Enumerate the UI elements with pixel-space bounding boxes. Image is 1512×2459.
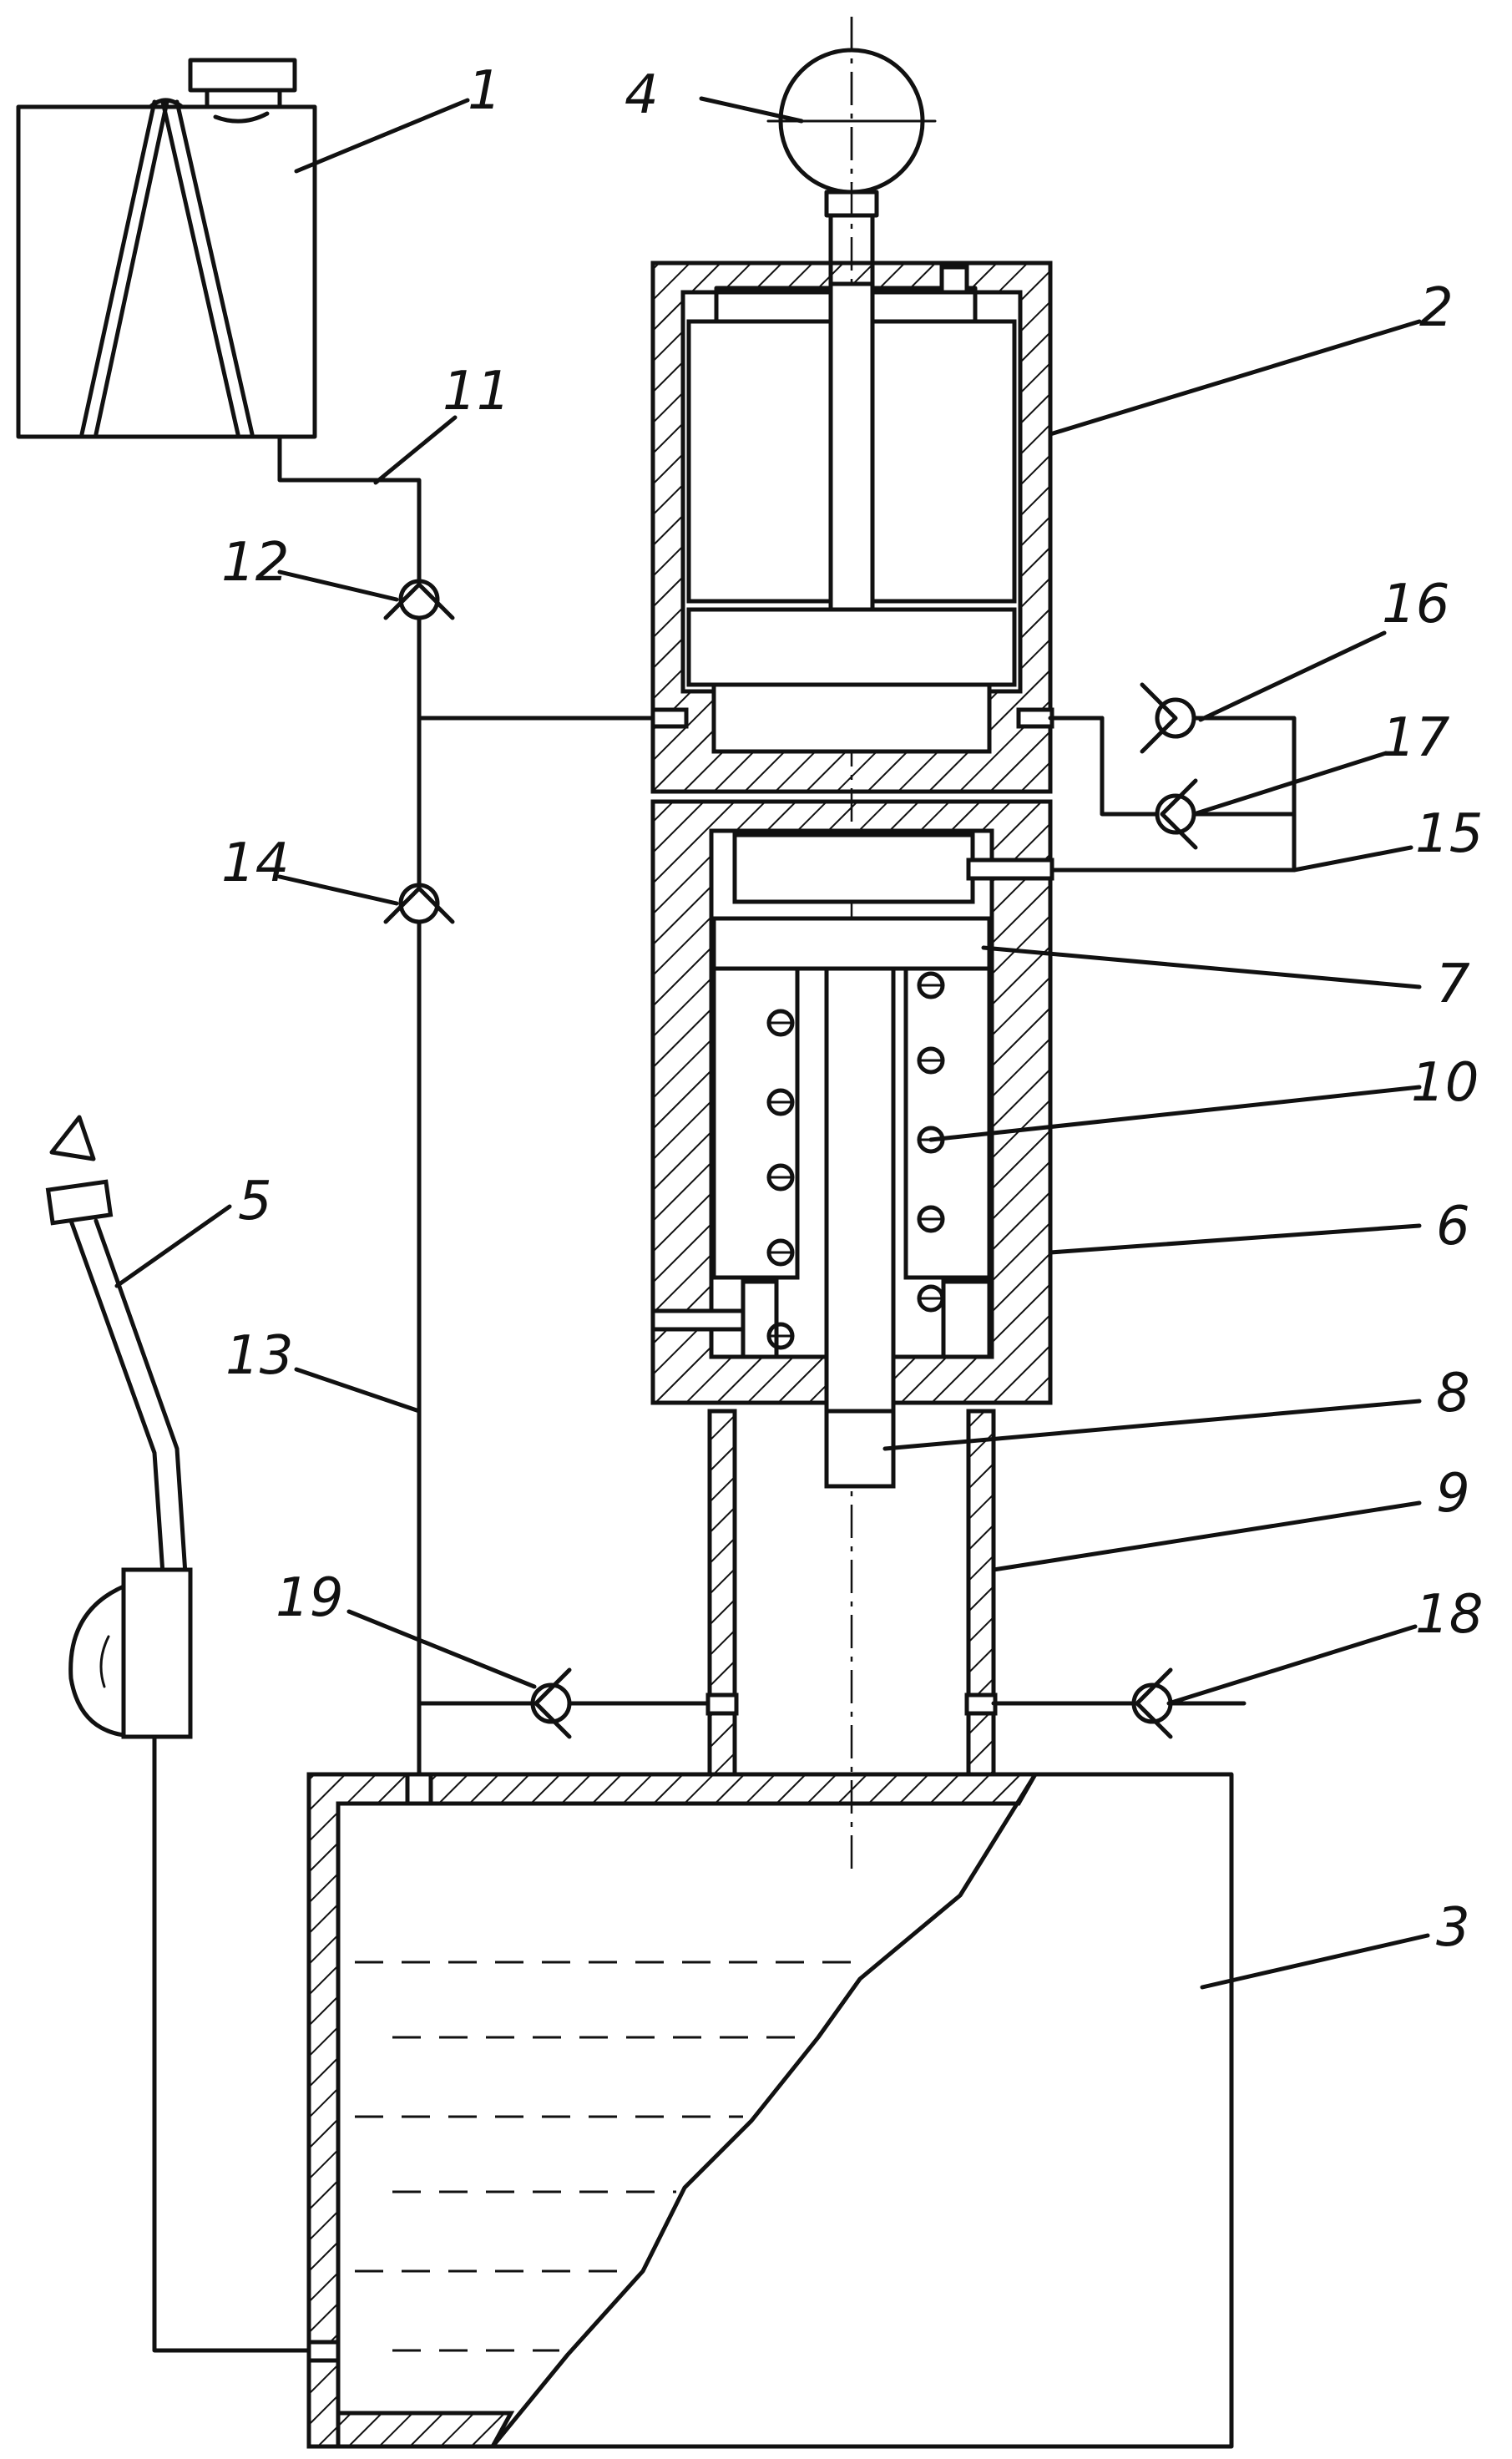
label-3: 3 (1436, 1897, 1470, 1959)
canister-1 (18, 60, 315, 437)
label-9: 9 (1436, 1463, 1470, 1525)
label-10: 10 (1411, 1052, 1479, 1114)
label-7: 7 (1436, 954, 1470, 1015)
label-12: 12 (221, 532, 289, 594)
label-2: 2 (1419, 277, 1454, 339)
spray-gun-5 (48, 1117, 309, 2350)
label-18: 18 (1415, 1584, 1483, 1646)
tank-3 (309, 1774, 1231, 2446)
check-valve-17 (1157, 781, 1196, 847)
label-14: 14 (221, 832, 289, 894)
label-8: 8 (1436, 1363, 1470, 1424)
check-valve-18 (1134, 1670, 1244, 1737)
label-13: 13 (225, 1325, 293, 1387)
label-19: 19 (276, 1567, 343, 1629)
label-15: 15 (1415, 803, 1483, 865)
label-1: 1 (468, 60, 502, 122)
upper-cylinder-2 (653, 263, 1102, 792)
label-17: 17 (1382, 707, 1450, 769)
check-valve-19 (533, 1670, 718, 1737)
label-5: 5 (238, 1171, 272, 1232)
lower-cylinder-6 (653, 802, 1052, 1470)
label-6: 6 (1436, 1196, 1470, 1257)
check-valve-16 (1142, 685, 1194, 751)
tube-9 (708, 1411, 1135, 1774)
label-16: 16 (1382, 574, 1449, 635)
label-11: 11 (442, 361, 510, 422)
label-4: 4 (625, 64, 659, 126)
